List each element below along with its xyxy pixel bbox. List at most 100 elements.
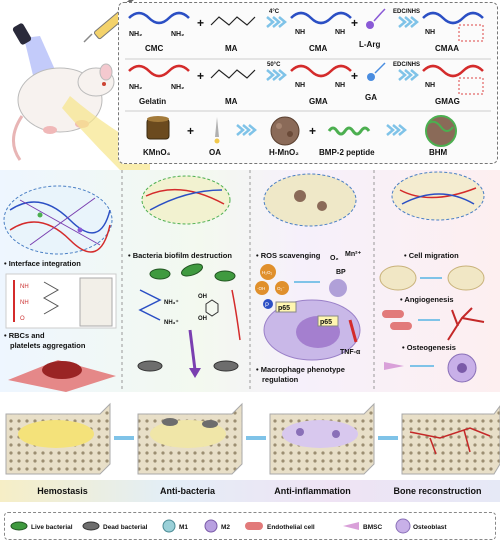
bp-label: BP bbox=[336, 269, 346, 276]
hmno2-label: H-MnO₂ bbox=[269, 148, 299, 157]
svg-text:NH₂: NH₂ bbox=[129, 84, 142, 91]
tnf-label: TNF-α bbox=[340, 349, 361, 356]
angiogenesis-label: • Angiogenesis bbox=[400, 295, 454, 304]
block-bone-reconstruction bbox=[401, 405, 500, 475]
svg-text:NH₂: NH₂ bbox=[171, 31, 184, 38]
gmag-label: GMAG bbox=[435, 97, 460, 106]
l-arg-icon bbox=[366, 21, 374, 29]
svg-text:·OH: ·OH bbox=[257, 286, 265, 291]
svg-text:Endothelial cell: Endothelial cell bbox=[267, 524, 315, 531]
svg-text:platelets aggregation: platelets aggregation bbox=[10, 341, 86, 350]
svg-text:+: + bbox=[187, 124, 194, 138]
svg-text:NH: NH bbox=[425, 82, 435, 89]
dead-bacteria-icon bbox=[137, 360, 163, 372]
dropper-icon bbox=[215, 117, 219, 137]
cma-label: CMA bbox=[309, 44, 327, 53]
svg-text:NH: NH bbox=[20, 300, 29, 306]
nh3-label: NH₃⁺ bbox=[164, 299, 179, 306]
svg-text:NH₂: NH₂ bbox=[171, 84, 184, 91]
mno2-sphere-icon bbox=[270, 116, 300, 146]
svg-text:P: P bbox=[265, 303, 269, 309]
biofilm-label: • Bacteria biofilm destruction bbox=[128, 251, 232, 260]
ga-label: GA bbox=[365, 93, 377, 102]
legend-items: Live bacterial Dead bacterial M1 M2 Endo… bbox=[10, 518, 447, 534]
bone-defect-stages bbox=[0, 394, 500, 478]
blood-vessel-icon bbox=[447, 307, 485, 341]
bhm-sphere-icon bbox=[425, 115, 457, 147]
cmc-chain bbox=[128, 11, 190, 25]
svg-text:H₂O₂: H₂O₂ bbox=[262, 270, 272, 275]
svg-text:+: + bbox=[197, 69, 204, 83]
svg-text:NH: NH bbox=[295, 29, 305, 36]
svg-text:NH₃⁺: NH₃⁺ bbox=[164, 319, 179, 326]
bmp2-label: BMP-2 peptide bbox=[319, 148, 375, 157]
svg-text:MA: MA bbox=[225, 97, 238, 106]
temp-label: 4°C bbox=[269, 9, 280, 15]
legend-bmsc: BMSC bbox=[343, 522, 382, 531]
tissue-icon bbox=[79, 277, 113, 327]
ga-icon bbox=[367, 73, 375, 81]
svg-text:regulation: regulation bbox=[262, 375, 299, 384]
svg-text:OH: OH bbox=[198, 316, 207, 322]
svg-text:p65: p65 bbox=[320, 319, 332, 326]
panel-bone: • Cell migration • Angiogenesis • Osteog… bbox=[379, 171, 485, 383]
row-gelatin: NH₂ NH₂ Gelatin + MA 50°C NH NH GMA + GA… bbox=[128, 62, 484, 106]
l-arg-label: L-Arg bbox=[359, 40, 380, 49]
bhm-label: BHM bbox=[429, 148, 448, 157]
legend-m2: M2 bbox=[204, 519, 230, 533]
gelatin-label: Gelatin bbox=[139, 97, 166, 106]
legend-osteoblast: Osteoblast bbox=[395, 518, 447, 534]
row-mno2: KMnO₄ + OA H-MnO₂ + BMP-2 peptide BHM bbox=[143, 115, 457, 157]
svg-text:NH: NH bbox=[335, 82, 345, 89]
ma-label: MA bbox=[225, 44, 238, 53]
bmsc-icon bbox=[384, 362, 404, 370]
legend-dead-bacterial: Dead bacterial bbox=[82, 521, 148, 531]
stage-antibacteria: Anti-bacteria bbox=[159, 486, 215, 496]
edc-label: EDC/NHS bbox=[393, 9, 420, 15]
svg-text:BMSC: BMSC bbox=[363, 524, 382, 531]
svg-text:+: + bbox=[351, 69, 358, 83]
p65-label: p65 bbox=[278, 305, 290, 312]
stage-bone-reconstruction: Bone reconstruction bbox=[393, 486, 482, 496]
svg-text:50°C: 50°C bbox=[267, 62, 281, 68]
mechanism-area: • Interface integration NH NH O • RBCs a… bbox=[0, 170, 500, 392]
live-bacteria-icon bbox=[149, 268, 171, 280]
macrophage-label: • Macrophage phenotype bbox=[256, 365, 345, 374]
svg-text:NH: NH bbox=[295, 82, 305, 89]
m2-macrophage-icon bbox=[329, 279, 347, 297]
osteogenesis-label: • Osteogenesis bbox=[402, 343, 456, 352]
stage-antiinflammation: Anti-inflammation bbox=[274, 486, 351, 496]
block-antibacteria bbox=[137, 402, 243, 475]
panel-antibacteria: • Bacteria biofilm destruction NH₃⁺ NH₃⁺… bbox=[128, 175, 241, 378]
mn-label: Mn²⁺ bbox=[345, 251, 361, 258]
bone-blocks bbox=[5, 402, 500, 475]
svg-text:+: + bbox=[309, 124, 316, 138]
panel-antiinflammation: • ROS scavenging O₂ Mn²⁺ BP H₂O₂ ·OH O₂⁻… bbox=[255, 173, 361, 384]
svg-text:Live bacterial: Live bacterial bbox=[31, 524, 73, 531]
svg-text:EDC/NHS: EDC/NHS bbox=[393, 62, 420, 68]
ros-label: • ROS scavenging bbox=[256, 251, 321, 260]
block-hemostasis bbox=[5, 402, 111, 475]
svg-text:Dead bacterial: Dead bacterial bbox=[103, 524, 148, 531]
nh2-label: NH₂ bbox=[129, 31, 142, 38]
block-antiinflammation bbox=[269, 402, 375, 475]
rbc-label: • RBCs and bbox=[4, 331, 45, 340]
svg-text:NH: NH bbox=[20, 284, 29, 290]
oa-label: OA bbox=[209, 148, 221, 157]
svg-text:Osteoblast: Osteoblast bbox=[413, 524, 447, 531]
cmc-label: CMC bbox=[145, 44, 163, 53]
synthesis-box: NH₂ NH₂ CMC + MA 4°C NH NH CMA + L-Arg E… bbox=[118, 2, 498, 164]
peptide-helix-icon bbox=[327, 126, 371, 136]
stage-bar: Hemostasis Anti-bacteria Anti-inflammati… bbox=[0, 480, 500, 502]
svg-text:+: + bbox=[351, 16, 358, 30]
svg-text:O₂⁻: O₂⁻ bbox=[277, 286, 285, 291]
ros-h2o2-icon bbox=[260, 264, 276, 280]
row-cmc: NH₂ NH₂ CMC + MA 4°C NH NH CMA + L-Arg E… bbox=[128, 8, 484, 53]
svg-text:NH: NH bbox=[335, 29, 345, 36]
o2-label: O₂ bbox=[330, 255, 339, 262]
legend: Live bacterial Dead bacterial M1 M2 Endo… bbox=[4, 512, 496, 540]
interface-integration-label: • Interface integration bbox=[4, 259, 81, 268]
cmaa-label: CMAA bbox=[435, 44, 459, 53]
kmno4-label: KMnO₄ bbox=[143, 148, 171, 157]
stage-hemostasis: Hemostasis bbox=[37, 486, 88, 496]
